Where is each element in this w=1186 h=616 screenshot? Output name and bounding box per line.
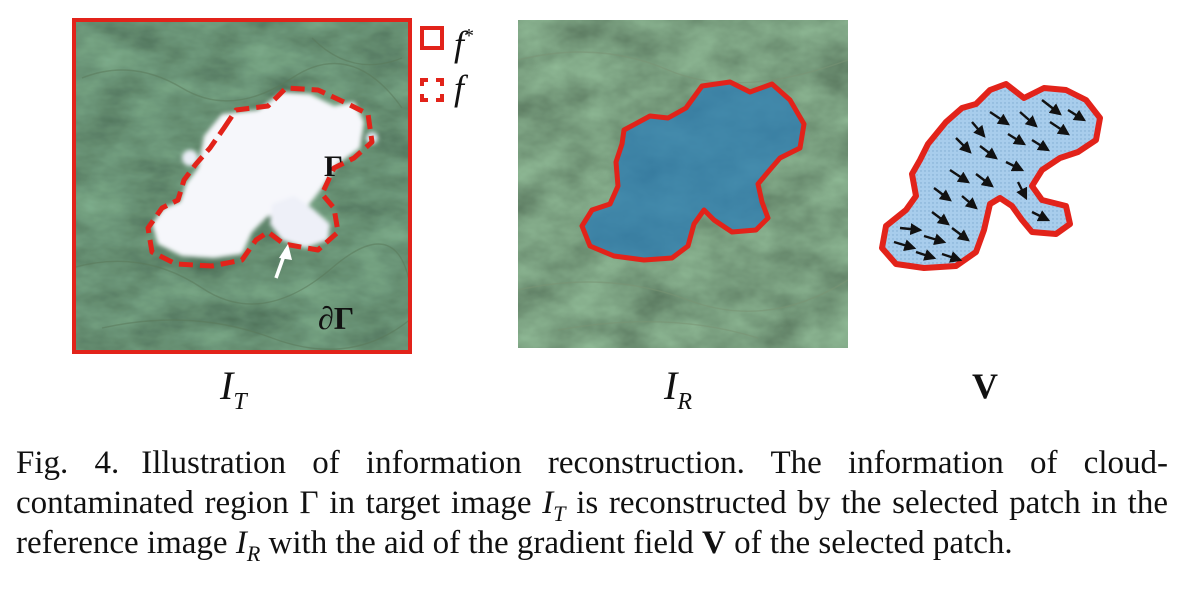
arrow-icon bbox=[893, 99, 1087, 263]
gradient-field bbox=[879, 81, 1103, 271]
arrow-up-right-icon bbox=[274, 244, 292, 279]
panel-label-target-sub: T bbox=[233, 389, 247, 415]
legend: f* f bbox=[418, 22, 514, 114]
legend-item-dashed: f bbox=[418, 68, 514, 108]
caption-ir-sub: R bbox=[246, 541, 261, 566]
reference-image bbox=[518, 20, 848, 348]
legend-solid-label: f* bbox=[454, 16, 474, 64]
caption-it-main: I bbox=[542, 485, 554, 521]
figure-caption: Fig. 4.Illustration of information recon… bbox=[16, 443, 1168, 566]
caption-part4: of the selected patch. bbox=[725, 525, 1013, 561]
panel-label-target: IT bbox=[220, 364, 247, 424]
selected-patch bbox=[579, 79, 807, 263]
solid-square-icon bbox=[420, 26, 444, 50]
target-image bbox=[72, 18, 412, 354]
region-label-gamma: Γ bbox=[324, 150, 344, 183]
panel-label-target-main: I bbox=[220, 363, 234, 408]
boundary-label-gamma: Γ bbox=[333, 300, 355, 336]
dashed-square-icon bbox=[420, 78, 444, 102]
caption-part3: with the aid of the gradient field bbox=[260, 525, 702, 561]
solid-boundary-frame bbox=[72, 18, 412, 354]
boundary-label-d: ∂ bbox=[318, 300, 334, 336]
panel-label-reference-main: I bbox=[664, 363, 678, 408]
boundary-label: ∂Γ bbox=[318, 302, 354, 334]
caption-ir-main: I bbox=[235, 525, 247, 561]
gradient-field-panel bbox=[872, 78, 1112, 274]
caption-v: V bbox=[702, 525, 726, 561]
reference-image-panel bbox=[518, 20, 848, 348]
target-image-panel: Γ ∂Γ bbox=[72, 18, 412, 354]
panel-label-field: V bbox=[972, 366, 998, 406]
legend-solid-symbol: f bbox=[454, 24, 465, 64]
legend-solid-superscript: * bbox=[464, 25, 475, 47]
figure-number: Fig. 4. bbox=[16, 445, 120, 481]
caption-part2: is reconstructed by the selected patch i… bbox=[16, 485, 1168, 561]
dashed-boundary bbox=[145, 85, 375, 269]
caption-it-sub: T bbox=[553, 501, 566, 526]
caption-part1: Illustration of information reconstructi… bbox=[16, 445, 1168, 521]
legend-item-solid: f* bbox=[418, 22, 514, 64]
panel-label-reference: IR bbox=[664, 364, 692, 424]
panel-label-reference-sub: R bbox=[677, 389, 692, 415]
legend-dashed-label: f bbox=[454, 68, 465, 108]
